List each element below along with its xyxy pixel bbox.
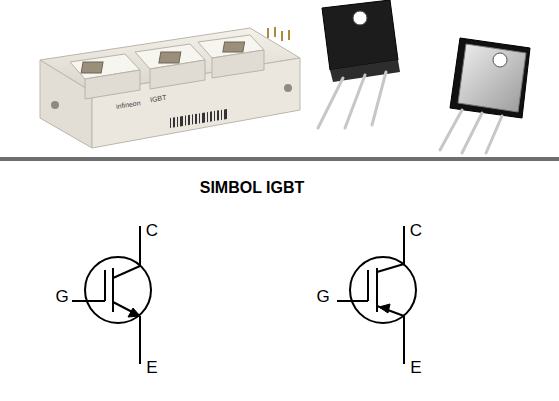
- pin-label: E: [146, 359, 157, 376]
- emitter-arrow: [128, 308, 140, 317]
- mounting-hole: [284, 84, 292, 92]
- pin-label: G: [55, 288, 68, 305]
- metal-tab: [458, 44, 526, 112]
- package-leads: [440, 110, 502, 153]
- diagram-title: SIMBOL IGBT: [200, 180, 305, 196]
- channel-bar: [112, 268, 114, 312]
- mounting-hole: [353, 11, 367, 25]
- collector-wire: [403, 226, 405, 264]
- igbt-symbol: [337, 226, 416, 364]
- collector-branch: [377, 264, 404, 272]
- igbt-module: [40, 27, 300, 148]
- gate-plate: [367, 270, 369, 301]
- pin-label: C: [410, 222, 422, 239]
- symbol-circle: [350, 257, 416, 323]
- terminal-blocks: [70, 35, 264, 99]
- collector-branch: [113, 266, 140, 278]
- pin-label: G: [316, 288, 329, 305]
- module-base: [40, 28, 300, 148]
- gate-lead: [72, 300, 105, 302]
- mounting-hole: [51, 101, 59, 109]
- collector-wire: [139, 226, 141, 266]
- pin-label: C: [146, 222, 158, 239]
- emitter-wire: [403, 316, 405, 364]
- gate-lead: [337, 300, 368, 302]
- control-pins: [268, 27, 289, 41]
- emitter-arrow: [379, 304, 390, 313]
- divider-line: [0, 157, 559, 161]
- package-body: [322, 0, 398, 70]
- emitter-wire: [139, 316, 141, 364]
- to247-package: [440, 38, 530, 153]
- emitter-branch: [113, 302, 140, 316]
- pin-label: E: [410, 359, 421, 376]
- symbol-circle: [85, 257, 151, 323]
- barcode: [170, 109, 227, 128]
- igbt-symbol: [72, 226, 151, 364]
- package-body: [450, 38, 530, 118]
- to247-package: [318, 0, 400, 128]
- mounting-hole: [493, 53, 507, 67]
- package-leads: [318, 72, 386, 128]
- gate-plate: [104, 270, 106, 301]
